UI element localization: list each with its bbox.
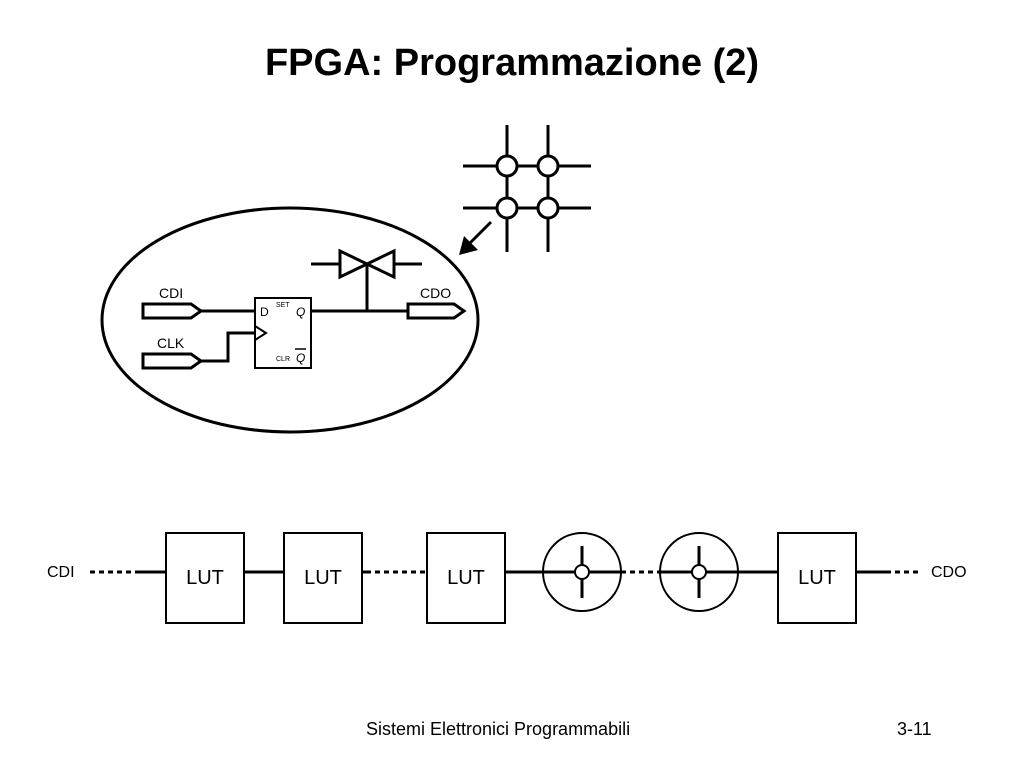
- matrix-switch-node: [536, 196, 560, 220]
- chain-cdi-label: CDI: [47, 564, 75, 581]
- cdi-port: [141, 302, 255, 320]
- cdi-label: CDI: [159, 285, 183, 301]
- lut-label: LUT: [186, 567, 224, 589]
- clk-label: CLK: [157, 335, 185, 351]
- footer-course-title: Sistemi Elettronici Programmabili: [366, 719, 631, 739]
- gate-triangle-left: [363, 248, 396, 280]
- matrix-switch-node: [495, 154, 519, 178]
- ff-d-label: D: [260, 305, 269, 319]
- lut-block: LUT: [426, 532, 506, 624]
- ff-qbar-label: Q: [296, 351, 305, 365]
- cdo-port: [311, 302, 467, 320]
- transmission-gate: [311, 248, 422, 311]
- cdo-label: CDO: [420, 285, 451, 301]
- ff-clr-label: CLR: [276, 356, 290, 363]
- lut-label: LUT: [447, 567, 485, 589]
- lut-block: LUT: [165, 532, 245, 624]
- switch-cell: [659, 532, 739, 612]
- switch-cell: [542, 532, 622, 612]
- lut-label: LUT: [798, 567, 836, 589]
- chain-cdo-label: CDO: [931, 564, 967, 581]
- switch-node: [574, 564, 590, 580]
- detail-ellipse: [100, 206, 480, 434]
- lut-label: LUT: [304, 567, 342, 589]
- gate-triangle-right: [338, 248, 371, 280]
- d-flip-flop: [254, 297, 312, 369]
- ff-set-label: SET: [276, 302, 290, 309]
- slide-title: FPGA: Programmazione (2): [264, 42, 760, 84]
- matrix-switch-node: [536, 154, 560, 178]
- lut-block: LUT: [283, 532, 363, 624]
- footer-page-number: 3-11: [897, 719, 932, 739]
- lut-block: LUT: [777, 532, 857, 624]
- switch-node: [691, 564, 707, 580]
- clock-triangle: [254, 325, 268, 341]
- zoom-arrow: [459, 220, 493, 255]
- clk-port: [141, 331, 255, 370]
- matrix-switch-node: [495, 196, 519, 220]
- ff-q-label: Q: [296, 305, 305, 319]
- switch-matrix: [463, 125, 591, 252]
